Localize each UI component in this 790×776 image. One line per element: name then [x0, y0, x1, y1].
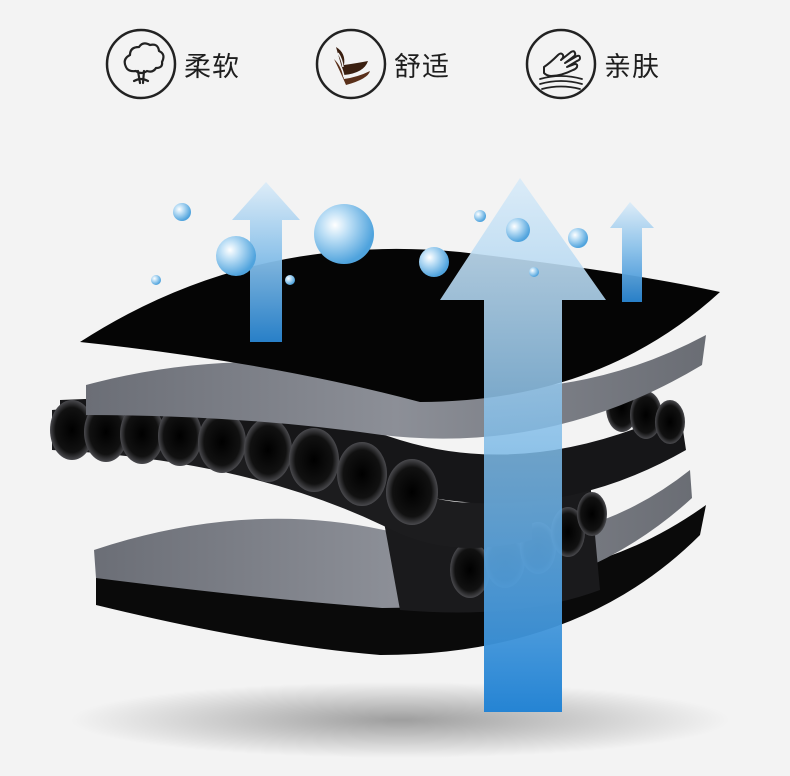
- cotton-icon: [105, 28, 177, 100]
- water-droplet: [506, 218, 530, 242]
- feature-row: 柔软 舒适 亲肤: [0, 24, 790, 104]
- feature-skin-friendly: 亲肤: [524, 24, 660, 104]
- feature-label-skin-friendly: 亲肤: [604, 51, 660, 83]
- feature-soft: 柔软: [104, 24, 240, 104]
- water-droplet: [216, 236, 256, 276]
- water-droplet: [474, 210, 486, 222]
- water-droplet: [568, 228, 588, 248]
- tube-layer-main: [50, 384, 686, 548]
- water-droplet: [285, 275, 295, 285]
- arrow-right: [610, 202, 654, 302]
- water-droplet: [419, 247, 449, 277]
- feature-label-soft: 柔软: [184, 51, 240, 83]
- hand-touch-icon: [525, 28, 597, 100]
- fabric-layers-illustration: [50, 178, 730, 758]
- water-droplet: [314, 204, 374, 264]
- feature-comfort: 舒适: [314, 24, 450, 104]
- water-droplet: [173, 203, 191, 221]
- arrow-left: [232, 182, 300, 342]
- layers-icon: [315, 28, 387, 100]
- water-droplet: [529, 267, 539, 277]
- water-droplet: [151, 275, 161, 285]
- arrow-center: [440, 178, 606, 712]
- ground-shadow: [70, 682, 730, 758]
- feature-label-comfort: 舒适: [394, 51, 450, 83]
